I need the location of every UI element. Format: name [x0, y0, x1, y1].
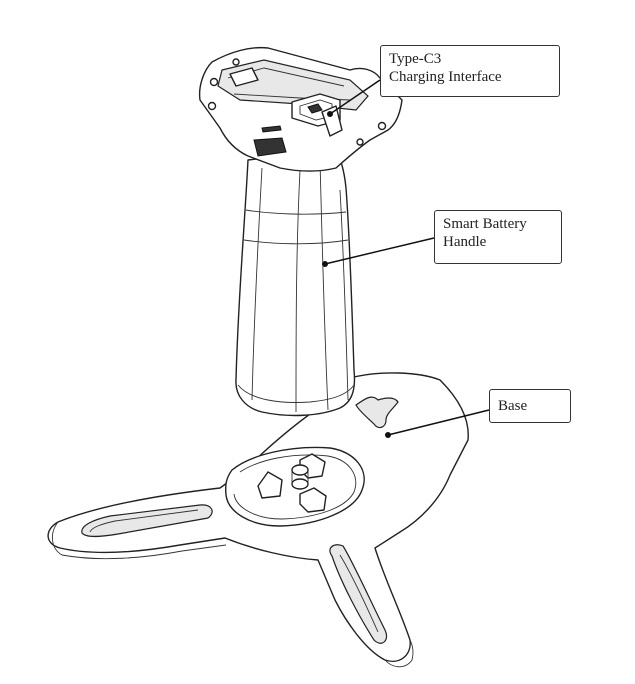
handle-leader-line [324, 237, 435, 265]
base-label: Base [498, 398, 528, 414]
type-c-leader-line [329, 79, 381, 115]
type-c-charging-interface-callout: Type-C3 Charging Interface [380, 45, 560, 97]
smart-battery-handle-callout: Smart Battery Handle [434, 210, 562, 264]
handle-label-line-1: Smart Battery [443, 216, 527, 232]
base [47, 372, 469, 668]
handle-label-line-2: Handle [443, 234, 487, 250]
smart-battery-handle [235, 149, 356, 417]
base-callout: Base [489, 389, 571, 423]
type-c-label-line-1: Type-C3 [389, 51, 442, 67]
type-c-label-line-2: Charging Interface [389, 69, 502, 85]
top-mount-plate [198, 46, 403, 172]
base-leader-line [387, 409, 490, 436]
